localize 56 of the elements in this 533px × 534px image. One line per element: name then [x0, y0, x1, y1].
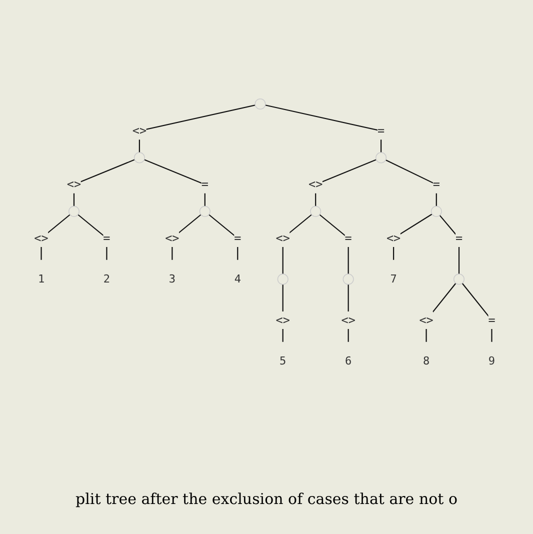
connector	[462, 283, 492, 342]
edge-label: <>	[132, 124, 147, 138]
connector	[439, 215, 460, 274]
node-text: 2	[103, 272, 110, 286]
connector	[172, 214, 202, 260]
edge-label: =	[344, 231, 352, 246]
connector	[138, 104, 256, 153]
edge-label: <>	[66, 177, 82, 192]
connector	[282, 284, 284, 342]
edge-label: <>	[34, 231, 48, 246]
edge-label: =	[103, 231, 110, 246]
edge-label: =	[455, 231, 463, 246]
edge-label: =	[234, 231, 242, 246]
node-point	[310, 206, 322, 218]
connector	[348, 284, 349, 342]
connector	[315, 159, 376, 207]
edge-label: <>	[341, 313, 356, 328]
connector	[265, 104, 382, 153]
node-point	[454, 274, 465, 286]
edge-label: =	[201, 177, 208, 192]
edge-label: =	[488, 313, 496, 328]
edge-label: <>	[276, 231, 290, 246]
node-point	[376, 152, 387, 164]
connector	[73, 159, 135, 207]
node-point	[68, 206, 80, 218]
connector	[40, 214, 70, 260]
connector	[393, 214, 432, 260]
node-text: 8	[422, 354, 430, 368]
node-text: 3	[168, 272, 176, 286]
connector	[78, 214, 108, 260]
node-text: 1	[38, 272, 45, 286]
node-point	[277, 274, 288, 286]
edge-label: =	[378, 124, 385, 138]
node-text: 7	[390, 272, 397, 286]
node-point	[199, 206, 210, 218]
connector	[282, 214, 312, 274]
node-text: 6	[345, 354, 352, 368]
caption: plit tree after the exclusion of cases that are not o	[74, 490, 458, 508]
node-text: 4	[234, 272, 241, 286]
connector	[385, 160, 437, 207]
connector	[426, 283, 456, 342]
edge-label: <>	[386, 231, 401, 246]
node-point	[430, 206, 442, 218]
edge-label: <>	[308, 177, 323, 192]
edge-label: <>	[276, 313, 290, 328]
connector	[208, 214, 238, 260]
edge-label: <>	[165, 231, 180, 246]
node-point	[134, 152, 145, 164]
node-text: 5	[280, 354, 286, 368]
node-point	[254, 98, 266, 110]
node-text: 9	[488, 354, 496, 368]
edge-label: =	[432, 177, 440, 192]
edge-label: <>	[419, 313, 434, 328]
connector	[319, 214, 349, 274]
connector	[144, 159, 206, 207]
node-point	[342, 274, 354, 286]
